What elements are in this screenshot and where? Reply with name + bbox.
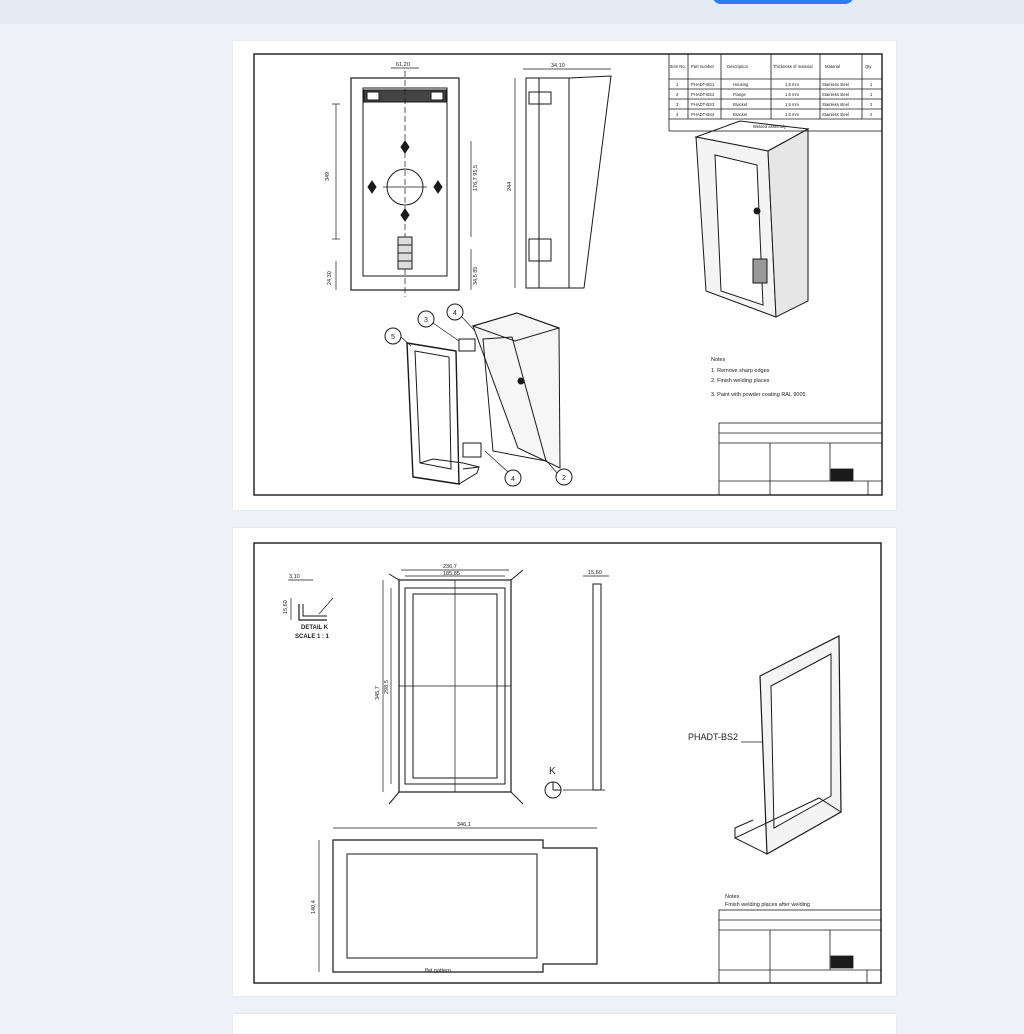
- dim-height-outer: 345,7: [375, 686, 381, 700]
- dim-right-height: 176,7 95,5: [473, 165, 479, 191]
- bom-cell: 2: [676, 92, 679, 97]
- dim-height-inner: 298,5: [384, 680, 390, 694]
- dim-side-top: 34,10: [551, 63, 565, 69]
- bom-cell: Stainless steel: [822, 102, 849, 107]
- title-block-2: [718, 909, 882, 984]
- bom-header-material: Material: [825, 64, 840, 69]
- notes-line: Finish welding places after welding: [725, 902, 810, 908]
- part-label: PHADT-BS2: [688, 732, 738, 742]
- bom-table: [668, 53, 883, 132]
- dim-outer-width: 236,7: [443, 564, 457, 570]
- drawing-sheet-1: 61,20 349 176,7 95,5 24,30 34,5 85 34,10…: [253, 53, 883, 496]
- dim-top-width: 61,20: [396, 62, 410, 68]
- dim-side-height: 244: [507, 182, 513, 191]
- callout-number: 4: [511, 476, 515, 483]
- document-page-2: 3,10 15,60 236,7 185,85 345,7 298,5 15,6…: [233, 528, 896, 996]
- drawing-sheet-2: 3,10 15,60 236,7 185,85 345,7 298,5 15,6…: [253, 542, 882, 984]
- bom-cell: Stainless steel: [822, 82, 849, 87]
- frame-side-view: [544, 575, 609, 799]
- detail-title: DETAIL K: [301, 625, 329, 631]
- bom-cell: PHADT-BS1: [691, 82, 715, 87]
- dim-detail-b: 15,60: [283, 600, 289, 614]
- callout-number: 5: [391, 334, 395, 341]
- bom-cell: Stainless steel: [822, 112, 849, 117]
- dim-flat-height: 140,4: [311, 900, 317, 914]
- dim-bottom-left: 24,30: [327, 271, 333, 285]
- bom-cell: PHADT-BS3: [691, 102, 715, 107]
- bom-header-item: Item No.: [670, 64, 686, 69]
- dim-flat-width: 346,1: [457, 822, 471, 828]
- bom-cell: 1,5 mm: [785, 82, 799, 87]
- bom-cell: 4: [676, 112, 679, 117]
- bom-cell: 1: [870, 82, 873, 87]
- bom-cell: 1,5 mm: [785, 112, 799, 117]
- notes-line: 2. Finish welding places: [711, 378, 770, 384]
- callout-number: 4: [453, 310, 457, 317]
- bom-cell: PHADT-BS2: [691, 92, 715, 97]
- side-view: [514, 68, 612, 289]
- bom-cell: Housing: [733, 82, 749, 87]
- front-view: [332, 67, 472, 297]
- bom-cell: PHADT-BS4: [691, 112, 715, 117]
- dim-bottom-right: 34,5 85: [473, 267, 479, 285]
- notes-line: 3. Paint with powder coating RAL 9005: [711, 392, 806, 398]
- dim-left-height: 349: [325, 172, 331, 181]
- detail-k-view: [288, 579, 334, 621]
- callout-number: 3: [424, 317, 428, 324]
- bom-cell: 2: [870, 102, 873, 107]
- bom-header-desc: Description: [727, 64, 749, 69]
- bom-cell: 1,5 mm: [785, 102, 799, 107]
- flat-pattern-view: [318, 827, 598, 973]
- bom-cell: Bracket: [733, 102, 748, 107]
- bom-cell: 1,5 mm: [785, 92, 799, 97]
- dim-inner-width: 185,85: [443, 571, 460, 577]
- bom-header-part: Part number: [691, 64, 715, 69]
- bom-cell: Bracket: [733, 112, 748, 117]
- frame-front-view: [382, 569, 524, 805]
- title-block-1: [718, 422, 883, 496]
- bom-cell: 1: [870, 92, 873, 97]
- dim-depth: 15,60: [588, 570, 602, 576]
- notes-title: Notes: [725, 894, 740, 900]
- detail-marker: K: [549, 766, 556, 777]
- bom-cell: Stainless steel: [822, 92, 849, 97]
- dim-detail-a: 3,10: [289, 574, 300, 580]
- bom-header-thickness: Thickness of material: [773, 64, 813, 69]
- isometric-view-frame: [733, 635, 842, 856]
- bom-cell: 2: [870, 112, 873, 117]
- isometric-view-housing: [694, 120, 810, 318]
- callout-number: 2: [562, 475, 566, 482]
- bom-cell: 3: [676, 102, 679, 107]
- document-page-3-partial: [233, 1014, 896, 1034]
- bom-header-qty: Qty: [865, 64, 872, 69]
- flat-pattern-label: flat pattern: [425, 968, 451, 974]
- exploded-assembly-view: [384, 303, 573, 487]
- notes-title: Notes: [711, 357, 726, 363]
- bom-footer: Welded assembly: [753, 124, 787, 129]
- bom-cell: Flange: [733, 92, 746, 97]
- viewer-action-button[interactable]: [712, 0, 854, 4]
- document-page-1: 61,20 349 176,7 95,5 24,30 34,5 85 34,10…: [233, 41, 896, 510]
- detail-scale: SCALE 1 : 1: [295, 634, 330, 640]
- bom-cell: 1: [676, 82, 679, 87]
- notes-line: 1. Remove sharp edges: [711, 368, 770, 374]
- viewer-top-bar: [0, 0, 1024, 24]
